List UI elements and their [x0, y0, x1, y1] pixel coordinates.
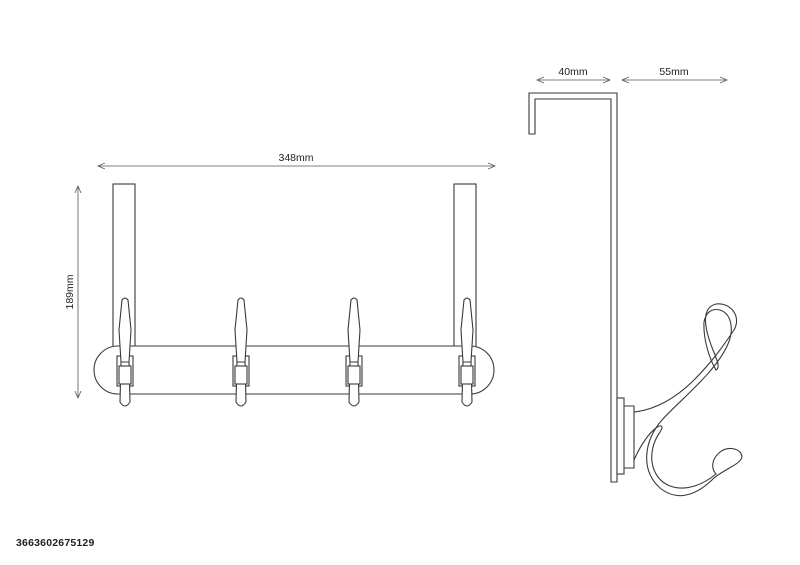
- width-dimension-label: 348mm: [278, 152, 313, 164]
- mounting-plate: [616, 397, 625, 475]
- front-hooks: [116, 297, 476, 407]
- double-hook-profile: [633, 303, 743, 497]
- hook-base: [624, 405, 635, 469]
- height-dimension-label: 189mm: [64, 274, 76, 309]
- top-depth-label: 40mm: [558, 66, 587, 78]
- top-depth-dimension: 40mm: [537, 66, 610, 80]
- front-view: 348mm 189mm: [64, 152, 495, 407]
- front-hook-4: [458, 297, 476, 407]
- side-view: 40mm 55mm: [528, 66, 743, 497]
- height-dimension: 189mm: [64, 186, 78, 398]
- door-bracket-profile: [528, 92, 618, 483]
- hook-depth-label: 55mm: [659, 66, 688, 78]
- hook-depth-dimension: 55mm: [622, 66, 727, 80]
- front-hook-1: [116, 297, 134, 407]
- product-code: 3663602675129: [16, 537, 95, 549]
- front-hook-3: [345, 297, 363, 407]
- width-dimension: 348mm: [98, 152, 495, 166]
- hook-rail-plate: [93, 345, 495, 395]
- front-hook-2: [232, 297, 250, 407]
